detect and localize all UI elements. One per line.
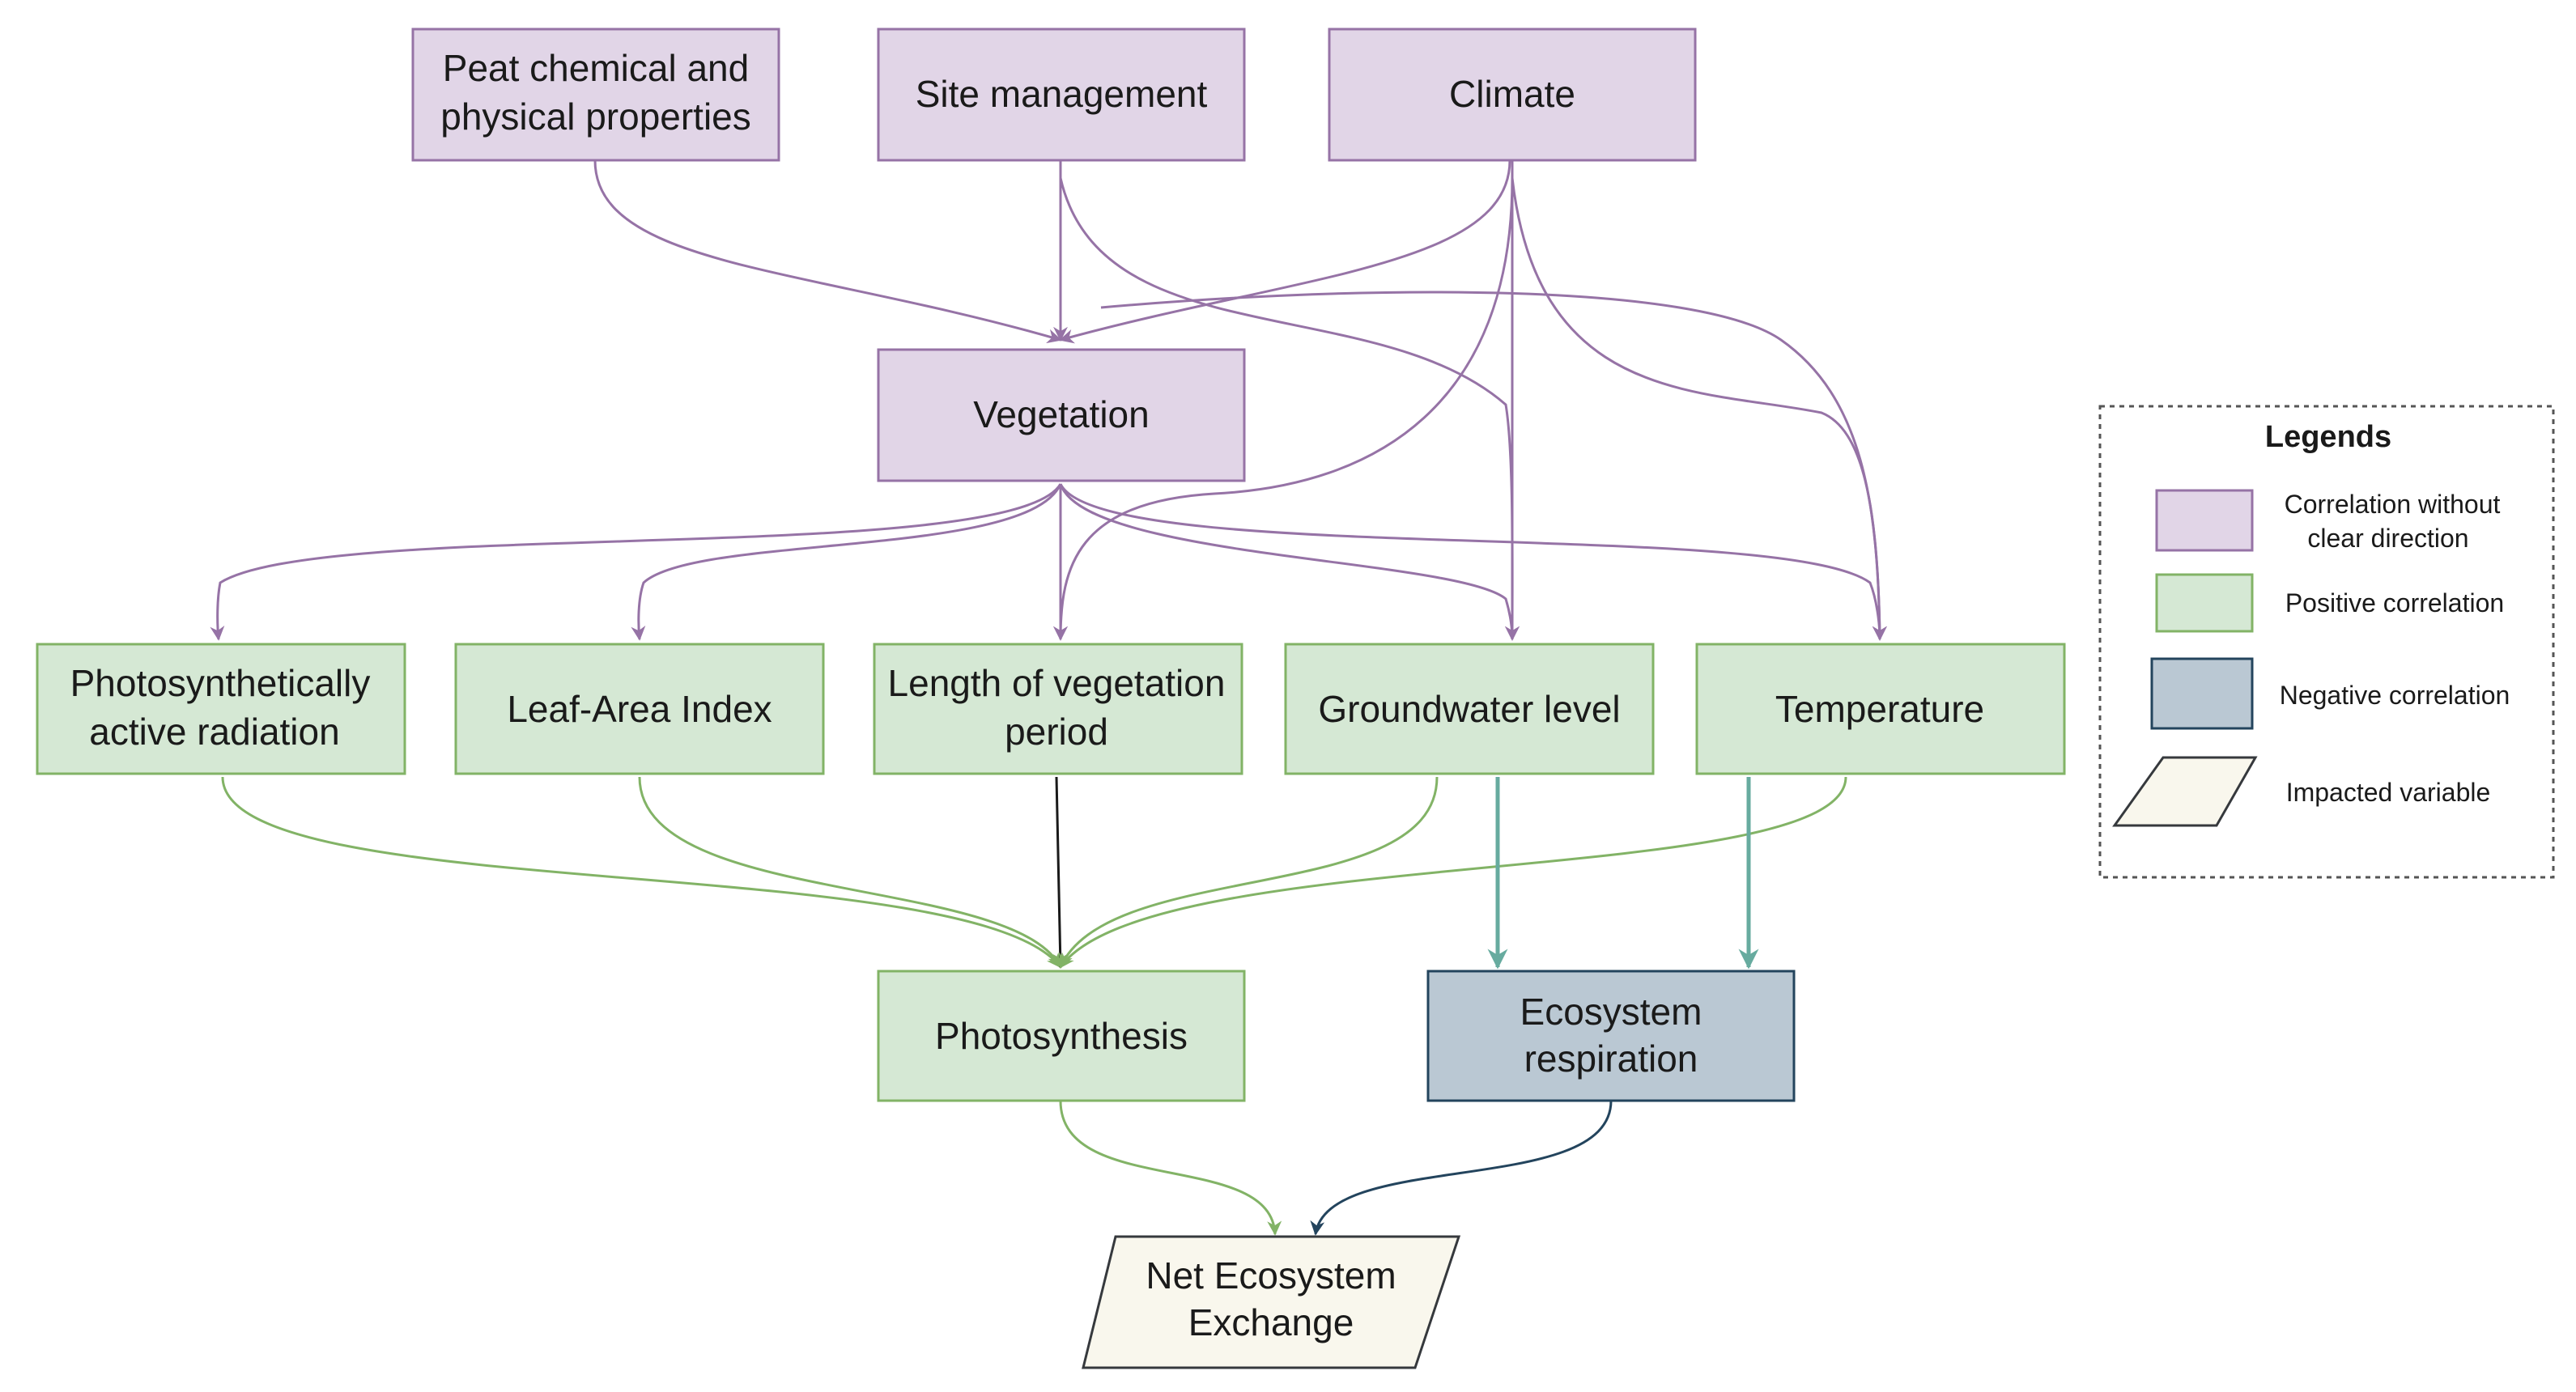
edge-vegetation-to-temperature [1059,483,1887,641]
legend-title: Legends [2265,420,2391,454]
node-respiration-line-2: respiration [1524,1038,1698,1080]
node-vegetation-label: Vegetation [973,393,1149,435]
node-ecosystem-respiration: Ecosystem respiration [1426,970,1796,1102]
node-temperature-label: Temperature [1775,688,1984,730]
node-lvp: Length of vegetation period [873,643,1243,775]
node-respiration-line-1: Ecosystem [1520,991,1702,1033]
legend-item-blue: Negative correlation [2150,657,2510,730]
nodes: Peat chemical and physical properties Si… [36,28,2066,1369]
legend-item-green: Positive correlation [2155,573,2504,633]
edge-photosynthesis-to-nee [1059,1100,1282,1236]
edge-vegetation-to-par [210,483,1062,641]
node-photosynthesis: Photosynthesis [877,970,1246,1102]
legend-item-impacted: Impacted variable [2112,756,2491,827]
node-site-management: Site management [877,28,1246,162]
node-climate-label: Climate [1449,73,1575,115]
edge-groundwater-to-photosynthesis [1059,776,1439,969]
node-peat-line-2: physical properties [440,95,751,138]
legend-item-purple: Correlation without clear direction [2155,489,2501,553]
node-vegetation: Vegetation [877,348,1246,482]
edge-par-to-photosynthesis [221,776,1062,969]
legend: Legends Correlation without clear direct… [2098,405,2555,879]
node-par-line-2: active radiation [89,711,339,753]
node-nee-line-1: Net Ecosystem [1146,1254,1396,1297]
edge-lai-to-photosynthesis [638,776,1062,969]
node-par: Photosynthetically active radiation [36,643,406,775]
node-groundwater-label: Groundwater level [1318,688,1620,730]
edge-climate-to-lvp [1053,177,1514,641]
legend-purple-line-2: clear direction [2307,524,2468,553]
node-nee-line-2: Exchange [1188,1301,1354,1343]
node-lai: Leaf-Area Index [454,643,825,775]
node-lvp-line-1: Length of vegetation [888,662,1226,704]
edge-vegetation-to-groundwater [1059,483,1520,641]
node-peat-line-1: Peat chemical and [443,47,749,89]
node-temperature: Temperature [1695,643,2066,775]
edge-lvp-to-photosynthesis [1052,776,1068,969]
legend-blue-label: Negative correlation [2280,681,2510,710]
edge-climate-to-temperature [1511,177,1887,641]
legend-purple-line-1: Correlation without [2285,490,2501,519]
legend-green-label: Positive correlation [2285,588,2504,617]
node-peat-properties: Peat chemical and physical properties [411,28,780,162]
node-net-ecosystem-exchange: Net Ecosystem Exchange [1082,1235,1461,1369]
node-climate: Climate [1328,28,1697,162]
edge-respiration-to-nee [1310,1100,1613,1236]
node-par-line-1: Photosynthetically [70,662,371,704]
node-groundwater: Groundwater level [1284,643,1655,775]
node-photosynthesis-label: Photosynthesis [935,1015,1188,1057]
node-lai-label: Leaf-Area Index [507,688,772,730]
edge-vegetation-upper-to-temperature [1100,291,1887,641]
legend-impacted-label: Impacted variable [2286,778,2491,807]
edge-temperature-to-photosynthesis [1059,776,1847,969]
node-lvp-line-2: period [1005,711,1108,753]
node-site-label: Site management [916,73,1208,115]
edge-vegetation-to-lai [631,483,1062,641]
edge-peat-to-vegetation [593,159,1062,344]
edges [210,159,1887,1236]
edge-climate-to-vegetation [1059,159,1511,344]
